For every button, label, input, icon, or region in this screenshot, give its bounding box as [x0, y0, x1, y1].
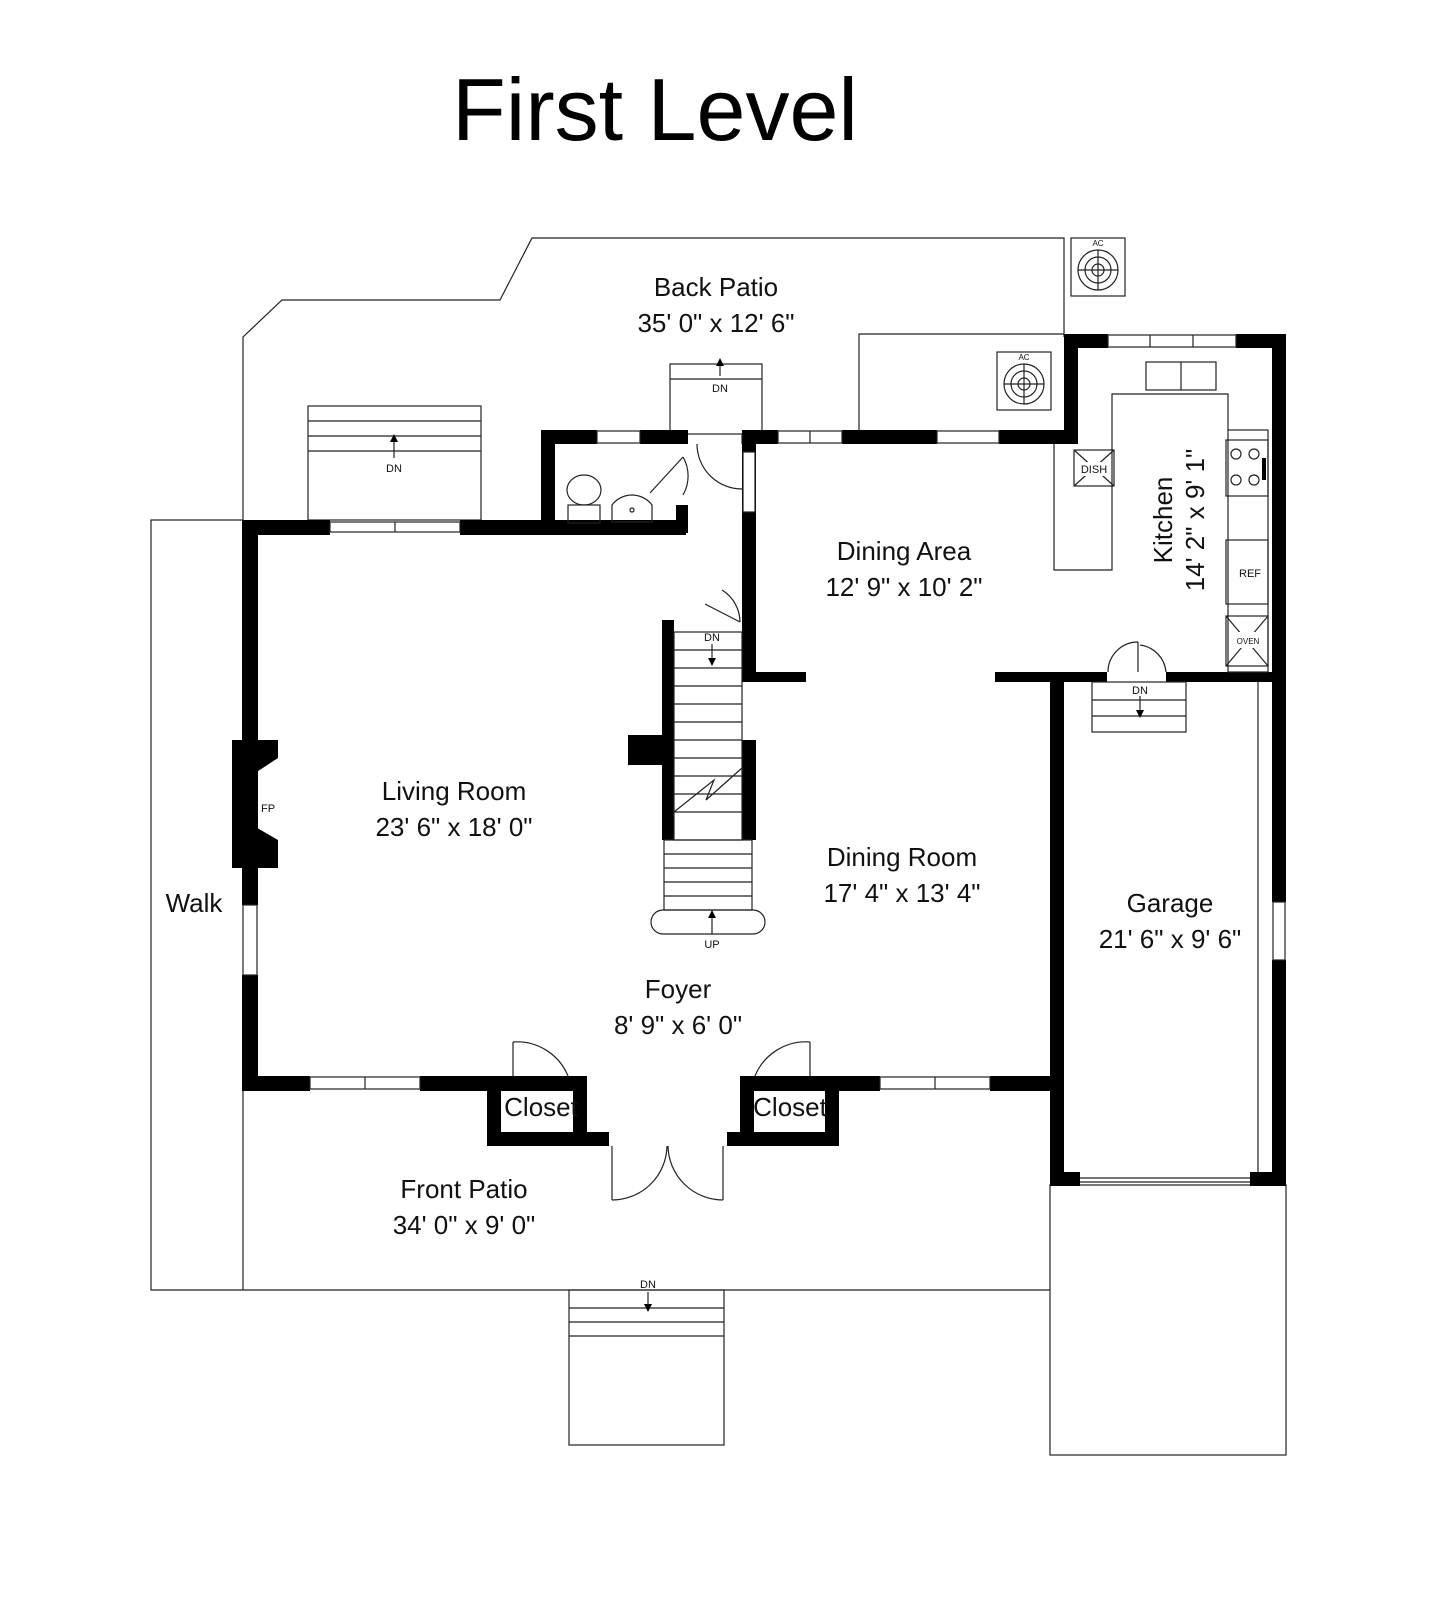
plan-title: First Level [452, 60, 858, 159]
svg-text:Foyer: Foyer [645, 974, 712, 1004]
sink-icon [611, 494, 653, 523]
room-living-room: Living Room 23' 6" x 18' 0" [375, 776, 532, 842]
interior-stairs [650, 631, 766, 935]
room-kitchen: Kitchen 14' 2" x 9' 1" [1148, 449, 1210, 592]
room-dining-room: Dining Room 17' 4" x 13' 4" [823, 842, 980, 908]
room-back-patio: Back Patio 35' 0" x 12' 6" [637, 272, 794, 338]
svg-text:DN: DN [386, 463, 402, 475]
svg-text:REF: REF [1239, 568, 1261, 580]
dishwasher-icon [1073, 449, 1115, 487]
ac-unit-outdoor: AC [1070, 237, 1126, 297]
svg-text:AC: AC [1092, 239, 1103, 248]
svg-text:14' 2" x 9' 1": 14' 2" x 9' 1" [1180, 449, 1210, 592]
front-steps [568, 1289, 725, 1446]
svg-text:DN: DN [712, 383, 728, 395]
ac-unit-patio: AC [996, 351, 1052, 411]
driveway-outline [1049, 1184, 1287, 1456]
room-front-patio: Front Patio 34' 0" x 9' 0" [393, 1174, 536, 1240]
room-closet-right: Closet [753, 1092, 827, 1122]
svg-text:34' 0" x 9' 0": 34' 0" x 9' 0" [393, 1210, 536, 1240]
svg-text:Garage: Garage [1127, 888, 1214, 918]
room-walk: Walk [166, 888, 224, 918]
svg-text:UP: UP [704, 939, 719, 951]
room-garage: Garage 21' 6" x 9' 6" [1099, 888, 1242, 954]
back-steps-left [307, 405, 482, 521]
svg-text:12' 9" x 10' 2": 12' 9" x 10' 2" [825, 572, 982, 602]
walls [232, 334, 1286, 1186]
svg-text:AC: AC [1018, 353, 1029, 362]
svg-text:35' 0" x 12' 6": 35' 0" x 12' 6" [637, 308, 794, 338]
svg-text:OVEN: OVEN [1237, 637, 1260, 646]
svg-text:8' 9" x 6' 0": 8' 9" x 6' 0" [614, 1010, 742, 1040]
svg-text:DISH: DISH [1081, 464, 1107, 476]
svg-text:Dining Room: Dining Room [827, 842, 977, 872]
back-patio-outline [242, 237, 1065, 520]
door-swings [512, 434, 1167, 1201]
svg-text:23' 6" x 18' 0": 23' 6" x 18' 0" [375, 812, 532, 842]
svg-text:DN: DN [1132, 685, 1148, 697]
svg-text:21' 6" x 9' 6": 21' 6" x 9' 6" [1099, 924, 1242, 954]
room-dining-area: Dining Area 12' 9" x 10' 2" [825, 536, 982, 602]
room-closet-left: Closet [504, 1092, 578, 1122]
svg-text:Kitchen: Kitchen [1148, 477, 1178, 564]
back-steps-center [669, 363, 763, 435]
svg-text:DN: DN [640, 1279, 656, 1291]
stair-labels: DN DN DN UP DN DN [386, 358, 1148, 1312]
bathroom-fixtures [566, 474, 653, 524]
oven-icon [1225, 615, 1269, 667]
svg-text:Front Patio: Front Patio [400, 1174, 527, 1204]
room-foyer: Foyer 8' 9" x 6' 0" [614, 974, 742, 1040]
refrigerator-icon [1225, 539, 1269, 605]
svg-text:DN: DN [704, 632, 720, 644]
svg-text:Living Room: Living Room [382, 776, 527, 806]
svg-text:Back Patio: Back Patio [654, 272, 778, 302]
toilet-icon [566, 474, 602, 506]
svg-text:17' 4" x 13' 4": 17' 4" x 13' 4" [823, 878, 980, 908]
walk-outline [150, 519, 243, 1291]
stove-icon [1225, 439, 1269, 497]
kitchen-counters: REF OVEN DISH [1053, 361, 1269, 673]
fireplace-label: FP [261, 803, 275, 815]
windows [242, 334, 1286, 1183]
svg-text:Dining Area: Dining Area [837, 536, 972, 566]
